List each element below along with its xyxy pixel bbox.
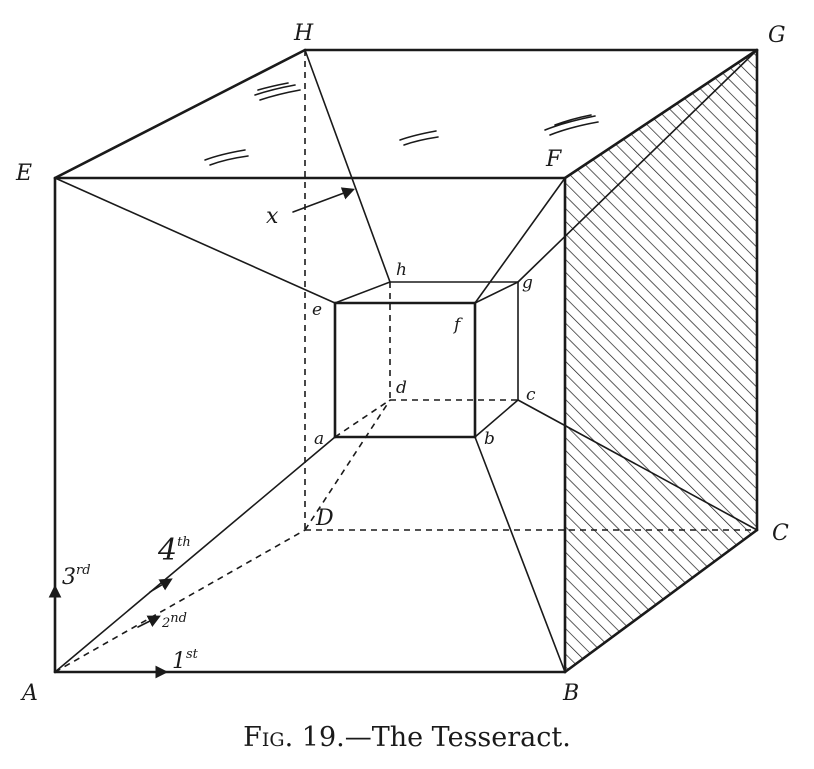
axis-label-third: 3rd — [62, 563, 91, 590]
caption-fig-word: Fig. — [243, 722, 294, 753]
edge-BC — [563, 528, 759, 674]
connecting-edges — [54, 49, 758, 673]
axis-label-first: 1st — [172, 647, 199, 674]
vertex-label-A: A — [20, 681, 38, 706]
vertex-label-a: a — [314, 429, 324, 449]
vertex-label-C: C — [772, 521, 789, 546]
inner-cube — [333, 281, 519, 439]
edge-Dd — [304, 399, 391, 531]
caption-fig-number: 19. — [301, 722, 345, 753]
figure-caption: Fig. 19.—The Tesseract. — [0, 722, 814, 753]
edge-Gg — [517, 49, 758, 283]
vertex-label-f: f — [452, 315, 463, 335]
edge-Hh — [304, 49, 391, 283]
axis-label-second: 2nd — [161, 611, 187, 631]
edge-Aa — [54, 436, 336, 673]
axis-label-fourth: 4th — [157, 533, 191, 568]
edge-AD — [54, 529, 306, 673]
vertex-label-F: F — [545, 147, 562, 172]
edge-Cc — [517, 399, 758, 531]
edge-bc — [474, 399, 519, 438]
edge-Ee — [54, 177, 336, 304]
vertex-label-g: g — [522, 273, 533, 293]
vertex-label-d: d — [396, 378, 407, 398]
vertex-label-h: h — [396, 260, 407, 280]
edge-EH — [53, 48, 307, 180]
axis-fourth-arrow — [149, 578, 173, 593]
vertex-label-D: D — [315, 506, 334, 531]
vertex-label-c: c — [526, 385, 536, 405]
vertex-label-G: G — [768, 23, 786, 48]
edge-ad — [334, 399, 391, 438]
edge-eh — [334, 281, 391, 304]
caption-title: —The Tesseract. — [344, 722, 571, 753]
vertex-label-B: B — [562, 681, 579, 706]
edge-FG — [563, 48, 759, 180]
top-face-shading — [204, 82, 599, 166]
axis-second-arrow — [137, 615, 161, 628]
marker-x-arrow — [292, 187, 355, 213]
vertex-label-b: b — [484, 429, 495, 449]
hatched-face-right — [565, 50, 757, 672]
vertex-label-E: E — [15, 161, 32, 186]
edge-fg — [474, 281, 519, 304]
edge-Bb — [474, 436, 566, 673]
vertex-label-H: H — [293, 21, 314, 46]
vertex-label-e: e — [312, 300, 322, 320]
marker-x-label: x — [266, 204, 279, 229]
edge-Ff — [474, 177, 566, 304]
